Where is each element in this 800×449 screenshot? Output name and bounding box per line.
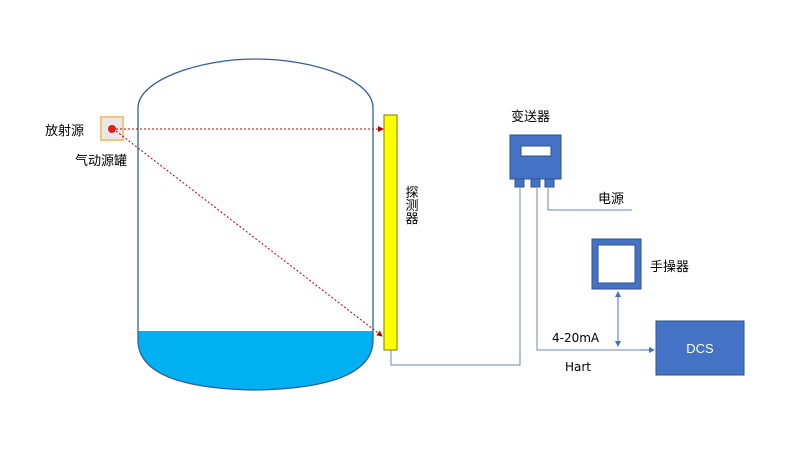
output-wire bbox=[536, 188, 654, 351]
dcs-label: DCS bbox=[686, 341, 714, 356]
dcs-box bbox=[655, 320, 745, 376]
source-label: 放射源 bbox=[45, 123, 84, 139]
beam-diagonal bbox=[115, 130, 383, 337]
transmitter-body bbox=[509, 134, 562, 180]
current-label: 4-20mA bbox=[552, 331, 600, 345]
source-tank-label: 气动源罐 bbox=[75, 153, 127, 169]
transmitter-display bbox=[520, 145, 552, 157]
detector-to-transmitter-wire bbox=[390, 188, 521, 366]
transmitter-port-1 bbox=[514, 178, 525, 188]
vessel-outline bbox=[137, 58, 374, 391]
wiring bbox=[390, 188, 654, 366]
handheld-screen bbox=[597, 244, 636, 284]
liquid bbox=[138, 331, 373, 390]
transmitter-label: 变送器 bbox=[511, 109, 550, 125]
transmitter-port-3 bbox=[544, 178, 555, 188]
protocol-label: Hart bbox=[565, 360, 591, 374]
vessel bbox=[137, 58, 374, 391]
radioactive-source bbox=[100, 116, 124, 141]
power-label: 电源 bbox=[598, 192, 624, 207]
handheld-communicator bbox=[591, 238, 642, 290]
transmitter bbox=[509, 134, 562, 188]
detector bbox=[383, 114, 398, 351]
handheld-label: 手操器 bbox=[650, 259, 689, 275]
power-wire bbox=[547, 188, 632, 211]
transmitter-port-2 bbox=[530, 178, 541, 188]
detector-label: 探测器 bbox=[403, 186, 419, 226]
source-dot bbox=[108, 125, 116, 133]
